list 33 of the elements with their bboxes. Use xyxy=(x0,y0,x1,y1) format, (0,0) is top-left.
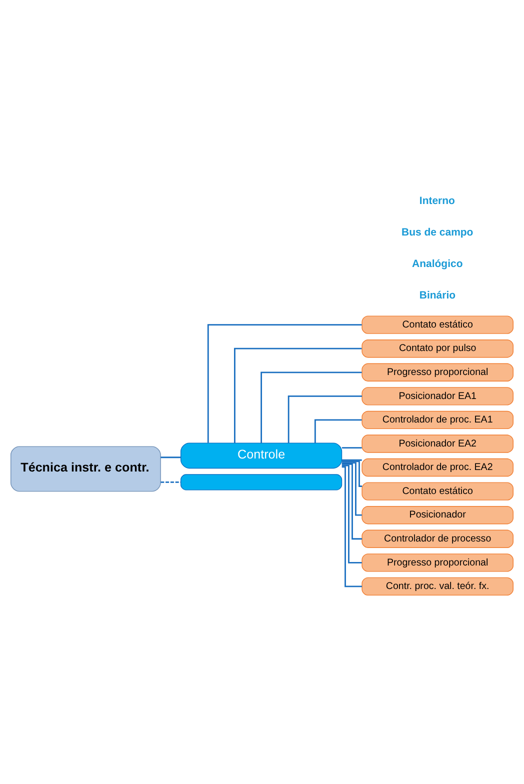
connector xyxy=(342,446,362,448)
node-box: Contr. proc. val. teór. fx. xyxy=(362,576,514,596)
connector xyxy=(260,371,362,442)
connector xyxy=(342,458,362,460)
connector xyxy=(160,456,181,458)
connector xyxy=(342,462,362,516)
connector xyxy=(342,460,362,486)
node-box: Contato por pulso xyxy=(362,339,514,358)
node-box: Contato estático xyxy=(362,482,514,500)
node-box: Controlador de proc. EA2 xyxy=(362,458,514,476)
connector xyxy=(207,324,362,442)
node-text: Analógico xyxy=(412,258,463,270)
node-text: Interno xyxy=(419,196,455,207)
connector xyxy=(342,466,362,587)
node-box: Progresso proporcional xyxy=(362,362,514,381)
node-box: Contato estático xyxy=(362,315,514,334)
connector xyxy=(342,464,362,563)
node-text: Bus de campo xyxy=(402,227,474,238)
node-box: Posicionador xyxy=(362,506,514,524)
connector xyxy=(342,462,362,540)
node-box: Posicionador EA2 xyxy=(362,434,514,452)
connector xyxy=(288,394,362,443)
connector xyxy=(234,347,362,442)
node-box: Controlador de proc. EA1 xyxy=(362,410,514,429)
node-box: Controle xyxy=(180,442,342,468)
connector xyxy=(314,418,362,442)
node-text: Binário xyxy=(419,290,456,302)
node-bar xyxy=(180,474,342,490)
node-box: Progresso proporcional xyxy=(362,553,514,572)
connector xyxy=(160,481,181,482)
node-box: Posicionador EA1 xyxy=(362,386,514,405)
node-box: Controlador de processo xyxy=(362,529,514,548)
node-box: Técnica instr. e contr. xyxy=(10,446,161,492)
